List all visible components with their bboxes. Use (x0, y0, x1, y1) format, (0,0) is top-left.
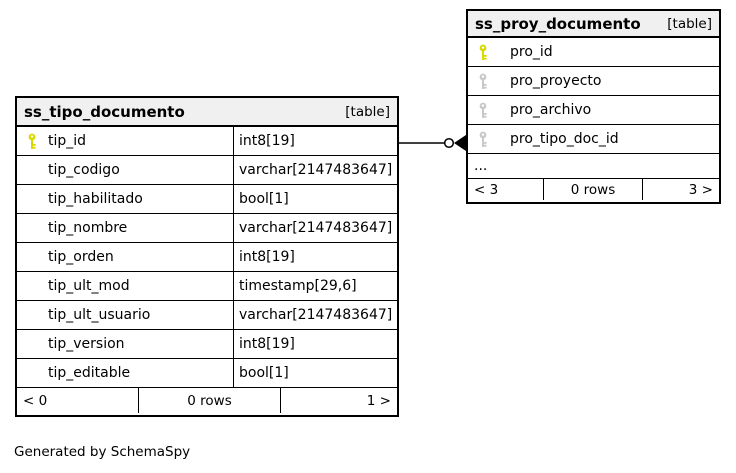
relationship-connector (398, 135, 466, 151)
column-name: pro_proyecto (510, 73, 602, 89)
column-name: pro_id (510, 44, 553, 60)
footer-next-degree: 1 > (366, 392, 391, 409)
column-type-cell: bool[1] (234, 359, 397, 387)
column-name: tip_version (48, 336, 125, 352)
column-name-cell: tip_editable (17, 359, 234, 387)
table-row: tip_codigo varchar[2147483647] (17, 156, 397, 185)
column-name: tip_orden (48, 249, 114, 265)
column-name: pro_tipo_doc_id (510, 131, 619, 147)
column-name-cell: tip_habilitado (17, 185, 234, 213)
column-name: tip_ult_mod (48, 278, 130, 294)
table-row: tip_version int8[19] (17, 330, 397, 359)
column-name-cell: tip_id (17, 127, 234, 155)
column-name: tip_habilitado (48, 191, 143, 207)
primary-key-icon (27, 133, 38, 149)
column-name-cell: tip_nombre (17, 214, 234, 242)
column-type: bool[1] (239, 365, 289, 381)
hidden-columns-ellipsis: ... (468, 154, 719, 179)
table-ss-proy-documento: ss_proy_documento [table] pro_id pro_pro… (466, 9, 721, 204)
column-name-cell: pro_archivo (468, 96, 719, 124)
column-name: tip_editable (48, 365, 131, 381)
table-ss-tipo-documento: ss_tipo_documento [table] tip_id int8[19… (15, 96, 399, 417)
table-name[interactable]: ss_proy_documento (475, 14, 641, 33)
column-name-cell: pro_tipo_doc_id (468, 125, 719, 153)
table-row: tip_ult_mod timestamp[29,6] (17, 272, 397, 301)
footer-prev-degree: < 0 (23, 392, 48, 409)
column-type-cell: varchar[2147483647] (234, 156, 397, 184)
column-name-cell: pro_id (468, 38, 719, 66)
column-type: varchar[2147483647] (239, 220, 393, 236)
schemaspy-credit: Generated by SchemaSpy (14, 444, 191, 460)
column-name-cell: tip_version (17, 330, 234, 358)
column-name-cell: tip_codigo (17, 156, 234, 184)
foreign-key-icon (478, 102, 489, 118)
table-row: tip_orden int8[19] (17, 243, 397, 272)
column-type-cell: varchar[2147483647] (234, 214, 397, 242)
column-name-cell: tip_ult_mod (17, 272, 234, 300)
relationship-circle (443, 137, 455, 149)
column-type: timestamp[29,6] (239, 278, 357, 294)
table-header[interactable]: ss_proy_documento [table] (468, 11, 719, 38)
table-row: pro_proyecto (468, 67, 719, 96)
column-type: int8[19] (239, 133, 295, 149)
column-type-cell: int8[19] (234, 330, 397, 358)
column-type: varchar[2147483647] (239, 307, 393, 323)
column-name-cell: tip_orden (17, 243, 234, 271)
table-row: tip_ult_usuario varchar[2147483647] (17, 301, 397, 330)
footer-prev-degree: < 3 (474, 181, 499, 198)
table-footer: < 0 0 rows 1 > (17, 388, 397, 413)
column-type: bool[1] (239, 191, 289, 207)
table-name[interactable]: ss_tipo_documento (24, 102, 185, 121)
column-name: tip_codigo (48, 162, 120, 178)
table-row: pro_archivo (468, 96, 719, 125)
column-type-cell: int8[19] (234, 127, 397, 155)
table-header[interactable]: ss_tipo_documento [table] (17, 98, 397, 127)
table-row: tip_editable bool[1] (17, 359, 397, 388)
table-row: pro_tipo_doc_id (468, 125, 719, 154)
column-name-cell: pro_proyecto (468, 67, 719, 95)
column-name: tip_id (48, 133, 87, 149)
column-name: tip_nombre (48, 220, 128, 236)
foreign-key-icon (478, 73, 489, 89)
relationship-arrowhead-icon (454, 135, 466, 151)
column-type: varchar[2147483647] (239, 162, 393, 178)
table-type-label: [table] (667, 15, 712, 32)
footer-next-degree: 3 > (688, 181, 713, 198)
table-row: tip_habilitado bool[1] (17, 185, 397, 214)
column-type-cell: timestamp[29,6] (234, 272, 397, 300)
column-type: int8[19] (239, 336, 295, 352)
table-row: pro_id (468, 38, 719, 67)
column-name: tip_ult_usuario (48, 307, 151, 323)
primary-key-icon (478, 44, 489, 60)
table-footer: < 3 0 rows 3 > (468, 179, 719, 200)
table-type-label: [table] (345, 103, 390, 120)
column-type-cell: bool[1] (234, 185, 397, 213)
footer-row-count: 0 rows (543, 179, 643, 200)
column-type-cell: varchar[2147483647] (234, 301, 397, 329)
footer-row-count: 0 rows (138, 388, 281, 413)
table-row: tip_id int8[19] (17, 127, 397, 156)
column-type: int8[19] (239, 249, 295, 265)
column-name: pro_archivo (510, 102, 592, 118)
column-name-cell: tip_ult_usuario (17, 301, 234, 329)
table-row: tip_nombre varchar[2147483647] (17, 214, 397, 243)
column-type-cell: int8[19] (234, 243, 397, 271)
foreign-key-icon (478, 131, 489, 147)
